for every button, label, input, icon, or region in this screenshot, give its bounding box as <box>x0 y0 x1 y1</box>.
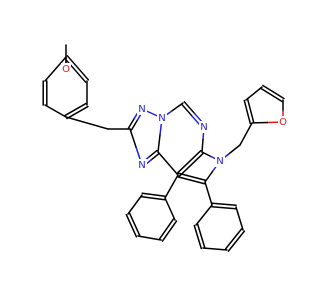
bond-a2-a3-line1 <box>64 102 87 117</box>
bond-a3-a4 <box>44 104 67 118</box>
bond-a6-a1-line2 <box>66 55 90 81</box>
bond-pa3-pa4-line2 <box>128 212 141 237</box>
bond-pa5-pa6-line2 <box>158 218 175 240</box>
atom-nitrogen-triazole-left: N <box>137 159 147 171</box>
bond-pb1-pb2-line2 <box>211 202 237 206</box>
bond-c5-np-line1-a <box>180 103 193 117</box>
bond-c6a-c8-line2 <box>178 152 204 178</box>
bond-f4-f5-line1 <box>260 87 283 103</box>
atom-label-nitrogen-triazole-top: N <box>138 104 145 115</box>
bond-c7-pb1 <box>204 181 213 206</box>
bond-np-c6a-b <box>201 138 204 153</box>
atom-nitrogen-pyrimidine: N <box>199 121 209 133</box>
atom-oxygen-methoxy: O <box>61 63 71 75</box>
bond-pa6-pa1 <box>164 197 176 221</box>
bond-f4-f5-line2 <box>262 84 285 100</box>
bond-pa3-pa4-line1 <box>125 213 138 238</box>
bond-f2-f3-line1 <box>246 98 255 124</box>
bond-pa2-pa3 <box>127 194 143 215</box>
atom-label-nitrogen-bridgehead: N <box>158 113 165 124</box>
bond-c7-c8-line2 <box>176 175 206 185</box>
atom-label-oxygen-furan: O <box>279 117 287 128</box>
bond-a3-ch2a <box>65 116 109 130</box>
atom-label-nitrogen-pyrrole: N <box>216 156 223 167</box>
bond-c6a-c8-line1 <box>176 149 202 175</box>
atom-label-layer: O O N N N N N <box>61 63 288 171</box>
bond-layer <box>42 44 285 252</box>
bond-pb4-pb5 <box>202 247 228 251</box>
atom-label-nitrogen-triazole-left: N <box>138 160 145 171</box>
molecule-canvas: O O N N N N N <box>42 44 288 252</box>
bond-pb6-pb1 <box>195 204 213 226</box>
bond-c8a-nl-line1-a <box>148 149 158 158</box>
bond-c5-np-line2-a <box>183 101 196 115</box>
bond-t2-nt-line2-a <box>127 117 136 129</box>
bond-nb-c8a-b <box>157 134 161 153</box>
bond-pb5-pb6-line2 <box>193 224 203 250</box>
atom-nitrogen-bridgehead: N <box>157 112 167 124</box>
bond-pa4-pa5 <box>137 235 162 241</box>
bond-c8-c8a <box>157 151 179 176</box>
bond-npy-c7-b <box>204 170 214 183</box>
bond-f2-f3-line2 <box>243 99 252 125</box>
bond-pb1-pb2-line1 <box>211 206 237 210</box>
bond-c8-pa1 <box>164 174 179 199</box>
bond-pa5-pa6-line1 <box>161 220 178 242</box>
bond-a2-a3-line2 <box>66 105 89 120</box>
bond-pb3-pb4-line2 <box>227 230 246 252</box>
bond-npy-ch2b-b <box>229 144 241 154</box>
bond-a5-a6 <box>44 56 67 82</box>
bond-t2-nt-line1-a <box>130 119 139 131</box>
bond-a6-a1-line1 <box>63 57 87 83</box>
atom-label-oxygen-methoxy: O <box>62 64 70 75</box>
bond-pb5-pb6-line1 <box>196 223 206 249</box>
bond-c8a-nl-line2-a <box>150 152 160 161</box>
bond-pa1-pa2-line2 <box>141 196 166 201</box>
molecule-structure-diagram: O O N N N N N <box>42 44 288 252</box>
bond-nl-t2-b <box>129 128 137 148</box>
atom-nitrogen-triazole-top: N <box>137 103 147 115</box>
bond-f3-f4 <box>245 86 263 101</box>
bond-pb3-pb4-line1 <box>224 228 243 250</box>
bond-fo-f2-b <box>251 121 269 124</box>
atom-nitrogen-pyrrole: N <box>215 155 225 167</box>
atom-label-nitrogen-pyrimidine: N <box>200 122 207 133</box>
atom-oxygen-furan: O <box>278 116 288 128</box>
bond-c7-c8-line1 <box>177 172 207 182</box>
bond-pb2-pb3 <box>235 206 244 231</box>
bond-c6a-npy-a <box>201 151 212 158</box>
bond-pa1-pa2-line1 <box>141 192 166 197</box>
bond-ch2b-f2 <box>239 122 253 146</box>
